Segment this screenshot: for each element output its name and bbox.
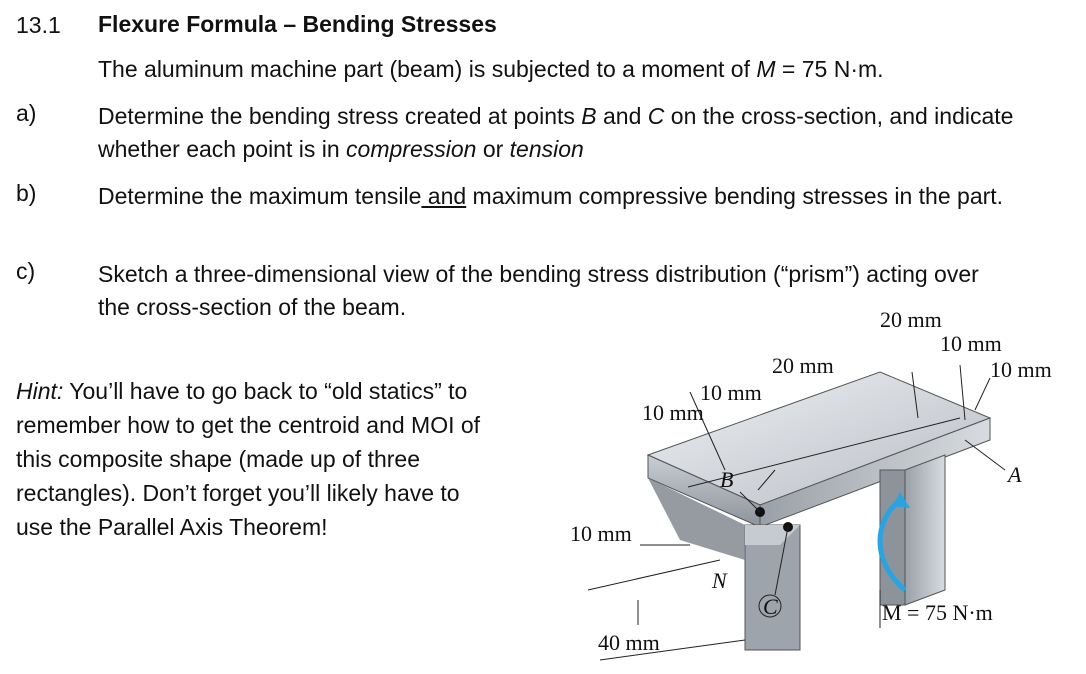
dim-20-top: 20 mm	[880, 307, 942, 332]
dim-20-mid: 20 mm	[772, 353, 834, 378]
moment-label: M = 75 N·m	[882, 600, 993, 625]
hint-text: You’ll have to go back to “old statics” …	[16, 378, 481, 540]
moment-var: M	[756, 56, 776, 82]
beam-figure: 20 mm 10 mm 10 mm 20 mm 10 mm 10 mm 10 m…	[570, 307, 1052, 661]
dim-10-left: 10 mm	[642, 400, 704, 425]
part-b-label: b)	[16, 180, 37, 206]
part-b-text: Determine the maximum tensile and maximu…	[98, 183, 1004, 209]
hint-paragraph: Hint: You’ll have to go back to “old sta…	[16, 374, 486, 544]
moment-arrowhead-icon	[893, 492, 910, 508]
neutral-axis-label: N	[711, 568, 728, 593]
part-c-label: c)	[16, 258, 36, 284]
section-title: Flexure Formula – Bending Stresses	[98, 11, 497, 37]
point-c-label: C	[763, 594, 778, 619]
dim-10-right: 10 mm	[990, 357, 1052, 382]
part-a-text: Determine the bending stress created at …	[98, 103, 1014, 162]
hint-label: Hint:	[16, 378, 64, 404]
beam-body	[646, 371, 992, 651]
point-a-label: A	[1006, 462, 1022, 487]
dim-10-mid: 10 mm	[700, 380, 762, 405]
part-a-label: a)	[16, 100, 37, 126]
dimension-lines	[587, 364, 1006, 661]
section-number: 13.1	[16, 12, 61, 38]
dim-10-top: 10 mm	[940, 331, 1002, 356]
point-c-circle	[758, 594, 782, 618]
part-c-text: Sketch a three-dimensional view of the b…	[98, 261, 979, 320]
intro-paragraph: The aluminum machine part (beam) is subj…	[98, 53, 1058, 86]
moment-arrow-icon	[877, 498, 907, 592]
intro-text-end: = 75 N·m.	[775, 56, 884, 82]
dim-10-web: 10 mm	[570, 521, 632, 546]
dim-40: 40 mm	[598, 630, 660, 655]
point-b-label: B	[720, 467, 733, 492]
intro-text: The aluminum machine part (beam) is subj…	[98, 56, 757, 82]
